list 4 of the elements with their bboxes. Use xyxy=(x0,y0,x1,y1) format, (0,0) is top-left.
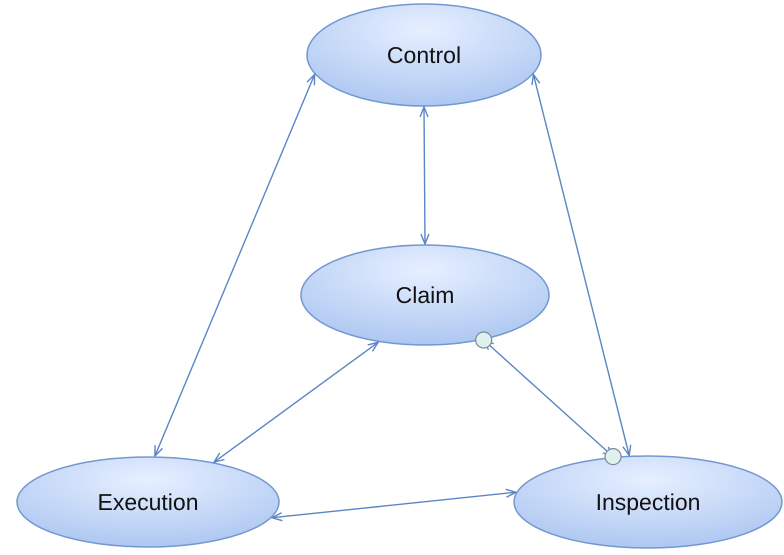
node-label: Inspection xyxy=(596,488,700,516)
node-label: Control xyxy=(386,42,462,68)
node-label: Execution xyxy=(97,488,198,516)
node-label: Claim xyxy=(396,282,454,308)
